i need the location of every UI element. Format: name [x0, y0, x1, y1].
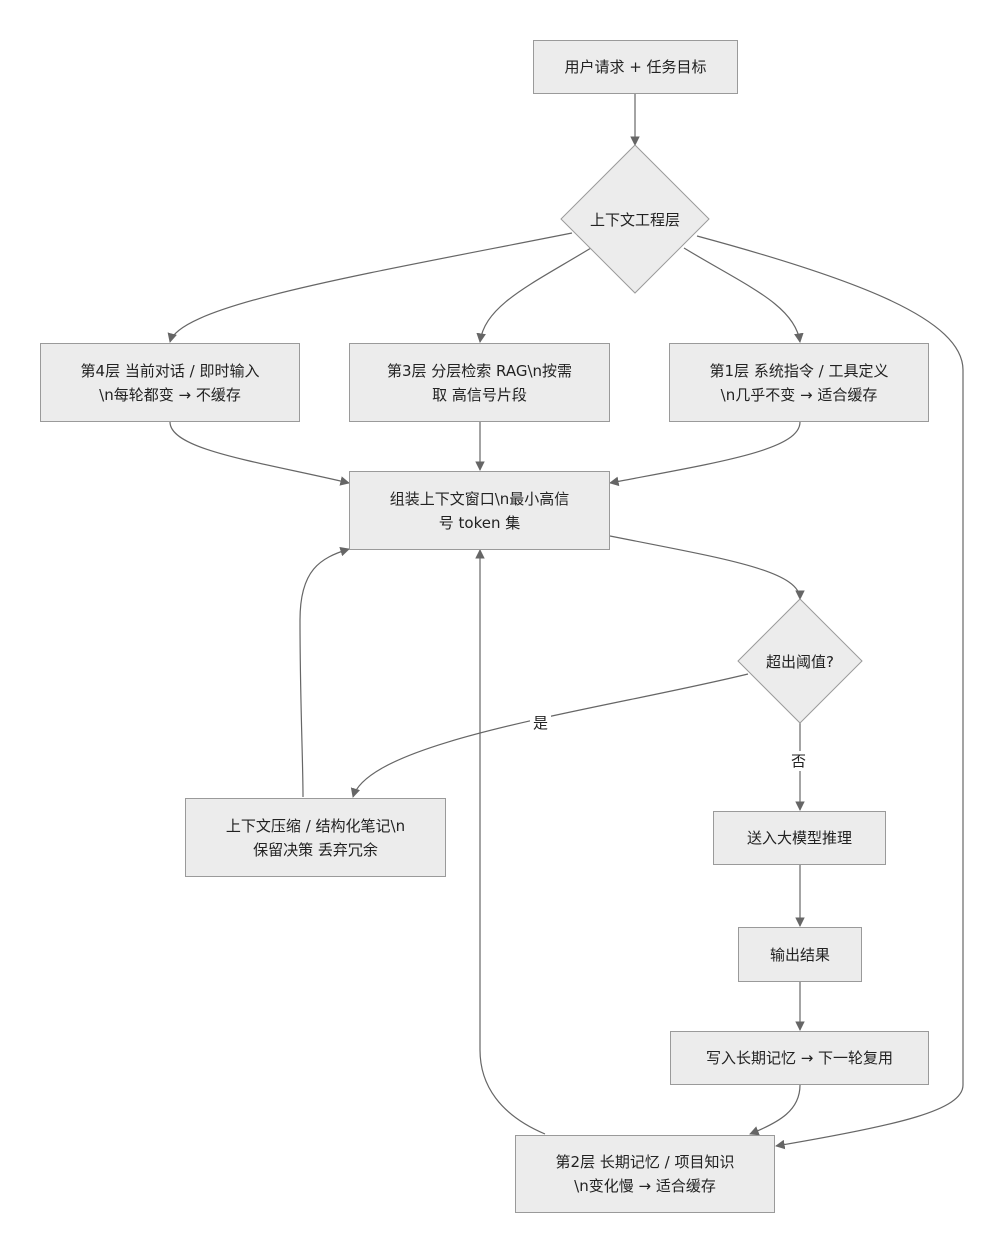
- diamond-threshold: [737, 598, 863, 724]
- edge-threshold-to-compress: [350, 673, 749, 798]
- node-output: 输出结果: [738, 927, 862, 982]
- edge-context-to-layer2: [696, 235, 964, 1150]
- node-infer: 送入大模型推理: [713, 811, 886, 865]
- node-assemble: 组装上下文窗口\n最小高信 号 token 集: [349, 471, 610, 550]
- edge-layer4-to-assemble: [169, 421, 350, 486]
- node-layer4: 第4层 当前对话 / 即时输入 \n每轮都变 → 不缓存: [40, 343, 300, 422]
- node-layer2: 第2层 长期记忆 / 项目知识 \n变化慢 → 适合缓存: [515, 1135, 775, 1213]
- edge-compress-to-assemble: [299, 546, 350, 798]
- diamond-context-layer: [560, 144, 710, 294]
- edge-context-to-layer1: [683, 247, 804, 343]
- label-threshold: 超出阈值?: [766, 652, 834, 671]
- node-layer3: 第3层 分层检索 RAG\n按需 取 高信号片段: [349, 343, 610, 422]
- edge-assemble-to-threshold: [609, 535, 805, 600]
- node-layer1: 第1层 系统指令 / 工具定义 \n几乎不变 → 适合缓存: [669, 343, 929, 422]
- label-context-layer: 上下文工程层: [589, 210, 680, 229]
- edge-layer1-to-assemble: [609, 421, 801, 487]
- node-user-request: 用户请求 + 任务目标: [533, 40, 738, 94]
- edge-memory-to-layer2: [749, 1084, 801, 1136]
- edge-label-yes: 是: [530, 713, 552, 733]
- edge-label-no: 否: [788, 751, 810, 771]
- edge-context-to-layer4: [167, 232, 573, 343]
- node-compress: 上下文压缩 / 结构化笔记\n 保留决策 丢弃冗余: [185, 798, 446, 877]
- edge-layer2-to-assemble: [475, 549, 546, 1135]
- node-write-memory: 写入长期记忆 → 下一轮复用: [670, 1031, 929, 1085]
- edge-context-to-layer3: [476, 247, 592, 343]
